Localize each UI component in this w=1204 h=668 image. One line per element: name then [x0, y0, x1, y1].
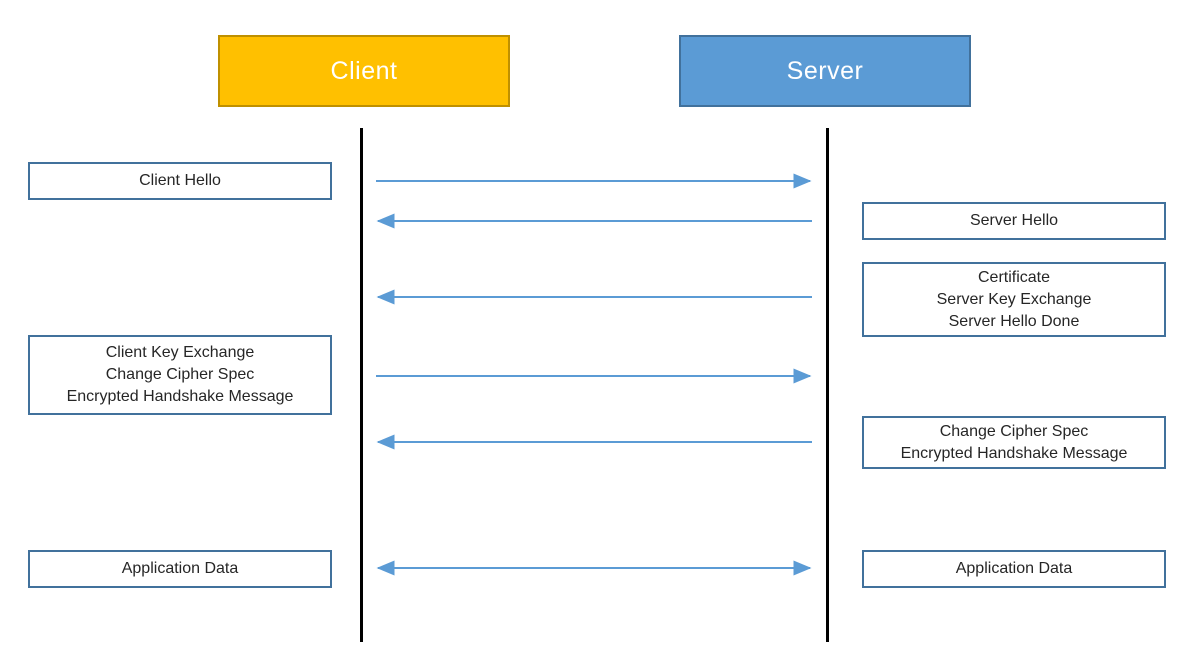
server-hello-box: Server Hello [862, 202, 1166, 240]
server-lifeline [826, 128, 829, 642]
server-actor-box: Server [679, 35, 971, 107]
server-change-cipher-spec-box: Change Cipher Spec Encrypted Handshake M… [862, 416, 1166, 469]
client-key-exchange-box: Client Key Exchange Change Cipher Spec E… [28, 335, 332, 415]
client-key-exchange-line: Encrypted Handshake Message [66, 388, 294, 405]
client-lifeline [360, 128, 363, 642]
application-data-left-label: Application Data [121, 560, 239, 577]
application-data-right-label: Application Data [955, 560, 1073, 577]
server-change-cipher-spec-line: Encrypted Handshake Message [900, 444, 1128, 462]
application-data-left-box: Application Data [28, 550, 332, 588]
server-actor-label: Server [786, 56, 864, 85]
client-key-exchange-line: Client Key Exchange [105, 344, 255, 361]
client-actor-box: Client [218, 35, 510, 107]
server-certificate-line: Server Key Exchange [936, 290, 1092, 308]
client-hello-box: Client Hello [28, 162, 332, 200]
server-certificate-box: Certificate Server Key Exchange Server H… [862, 262, 1166, 337]
client-key-exchange-line: Change Cipher Spec [105, 366, 255, 383]
server-certificate-line: Server Hello Done [948, 312, 1080, 330]
server-change-cipher-spec-line: Change Cipher Spec [939, 422, 1089, 440]
application-data-right-box: Application Data [862, 550, 1166, 588]
server-hello-label: Server Hello [969, 212, 1059, 229]
server-certificate-line: Certificate [977, 268, 1051, 286]
client-hello-label: Client Hello [139, 172, 221, 189]
client-actor-label: Client [330, 56, 398, 85]
